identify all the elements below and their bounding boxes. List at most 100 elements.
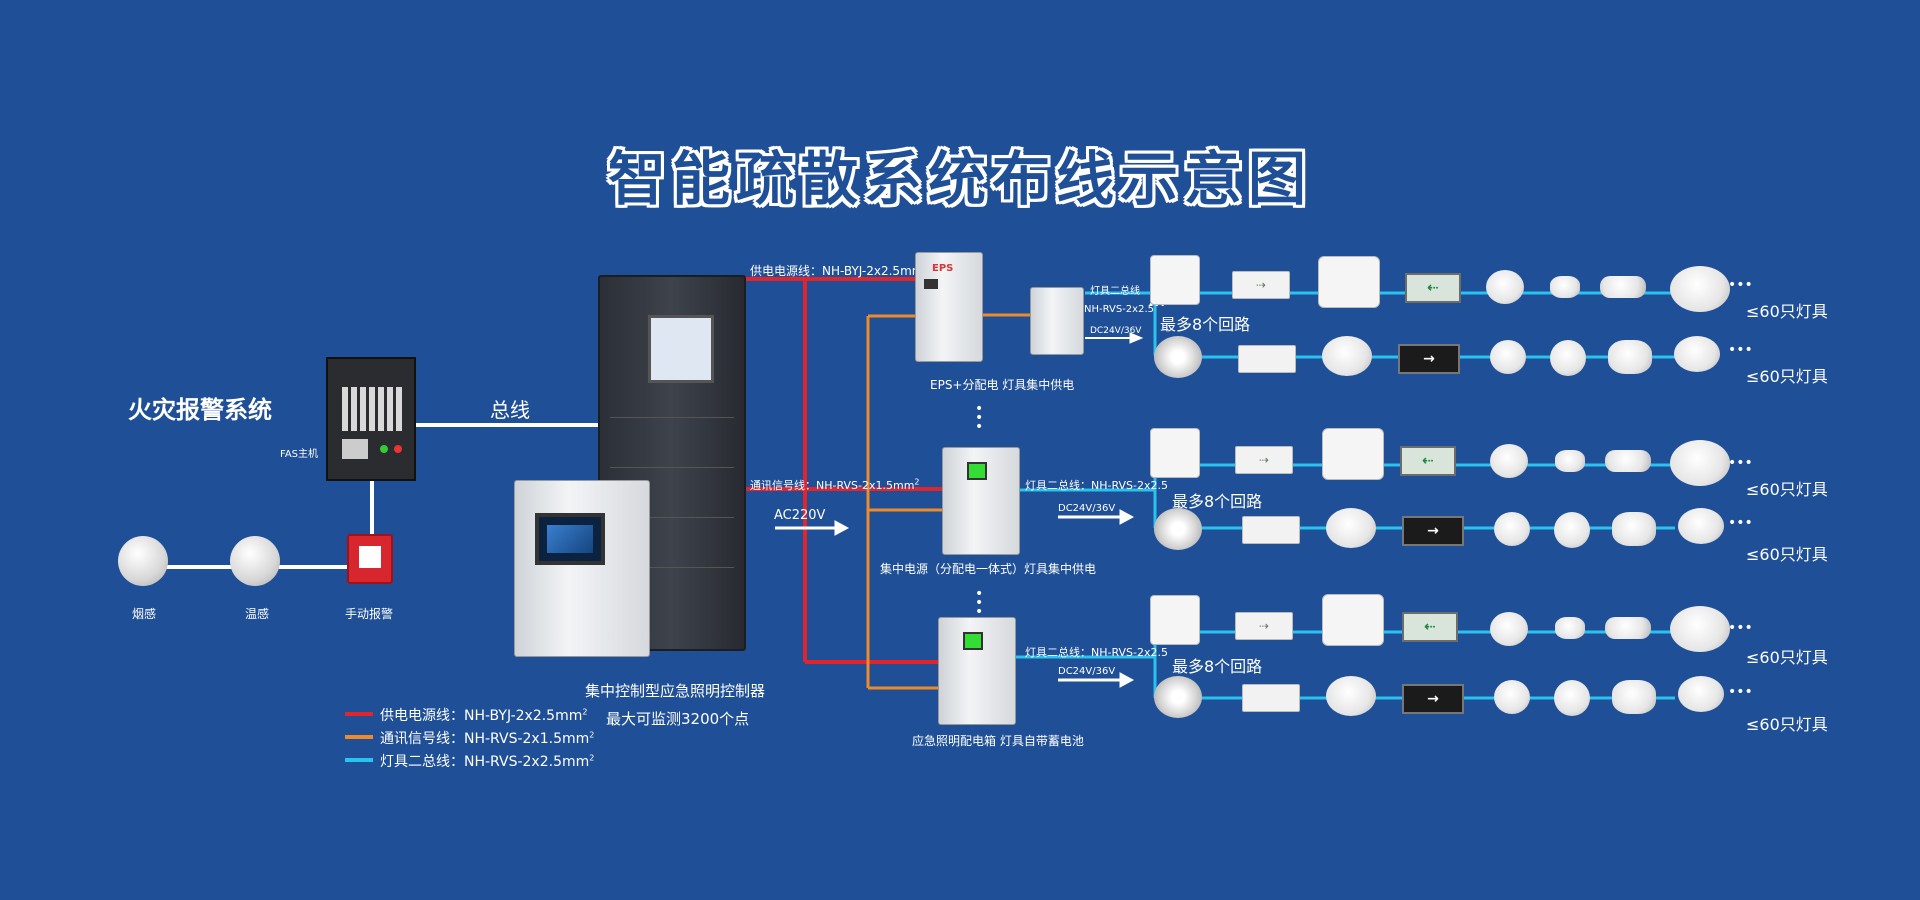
group2-dc: DC24V/36V: [1058, 503, 1116, 514]
eps-display: [924, 279, 938, 289]
fas-host[interactable]: [326, 357, 416, 481]
manual-call-point[interactable]: [347, 534, 393, 584]
group3-caption: 应急照明配电箱 灯具自带蓄电池: [912, 734, 1084, 748]
explosion-proof-emergency-light[interactable]: [1322, 594, 1384, 646]
bulkhead-light[interactable]: [1600, 276, 1646, 298]
bulkhead-light[interactable]: [1605, 450, 1651, 472]
exit-sign-dark[interactable]: →: [1402, 684, 1464, 714]
row-ellipsis: •••: [1728, 515, 1753, 531]
ring-light[interactable]: [1612, 512, 1656, 546]
ac-label: AC220V: [774, 508, 826, 523]
bus-label: 总线: [490, 398, 530, 422]
fas-keypad: [342, 387, 404, 431]
ceiling-light-1[interactable]: [1670, 606, 1730, 652]
triple-eye-light[interactable]: [1678, 508, 1724, 544]
floor-indicator-sign[interactable]: [1238, 345, 1296, 373]
exit-sign-dark[interactable]: →: [1402, 516, 1464, 546]
group1-loops: 最多8个回路: [1160, 315, 1251, 334]
row-ellipsis: •••: [1728, 342, 1753, 358]
floor-indicator-sign[interactable]: [1242, 516, 1300, 544]
downlight[interactable]: [1154, 676, 1202, 718]
exit-sign-green[interactable]: ⇠: [1400, 446, 1456, 476]
group1-caption: EPS+分配电 灯具集中供电: [930, 378, 1075, 392]
triple-eye-light[interactable]: [1674, 336, 1720, 372]
explosion-proof-emergency-light[interactable]: [1318, 256, 1380, 308]
edb-display: [963, 632, 983, 650]
emergency-lighting-controller[interactable]: [514, 480, 650, 657]
cylinder-light[interactable]: [1554, 512, 1590, 548]
indicator-sign-white[interactable]: ⇢: [1235, 612, 1293, 640]
bus-branch-3: [1015, 655, 1157, 698]
twin-spot-emergency-light[interactable]: [1150, 428, 1200, 478]
distribution-box-1[interactable]: [1030, 287, 1084, 355]
group1-count-top: ≤60只灯具: [1746, 302, 1828, 321]
dome-light-1[interactable]: [1490, 612, 1528, 646]
mini-dome-light[interactable]: [1550, 276, 1580, 298]
page-title: 智能疏散系统布线示意图: [607, 145, 1312, 213]
legend-power: 供电电源线：NH-BYJ-2x2.5mm2: [380, 707, 588, 724]
group-separator-1: •••: [975, 401, 984, 435]
ceiling-light-1[interactable]: [1670, 440, 1730, 486]
group3-dc: DC24V/36V: [1058, 666, 1116, 677]
cylinder-light[interactable]: [1550, 340, 1586, 376]
twin-spot-emergency-light[interactable]: [1150, 255, 1200, 305]
group3-count-bottom: ≤60只灯具: [1746, 715, 1828, 734]
group2-loops: 最多8个回路: [1172, 492, 1263, 511]
dome-light-1[interactable]: [1490, 444, 1528, 478]
ceiling-light-1[interactable]: [1670, 266, 1730, 312]
central-power-supply[interactable]: [942, 447, 1020, 555]
heat-detector[interactable]: [230, 536, 280, 586]
fas-led-red: [394, 445, 402, 453]
crystal-light[interactable]: [1494, 680, 1530, 714]
controller-touchscreen: [535, 513, 605, 565]
bulkhead-light[interactable]: [1605, 617, 1651, 639]
controller-capacity: 最大可监测3200个点: [606, 710, 750, 728]
downlight[interactable]: [1154, 336, 1202, 378]
legend-comm: 通讯信号线：NH-RVS-2x1.5mm2: [380, 730, 595, 747]
dome-light-1[interactable]: [1486, 270, 1524, 304]
indicator-sign-white[interactable]: ⇢: [1235, 446, 1293, 474]
mini-dome-light[interactable]: [1555, 450, 1585, 472]
legend-bus: 灯具二总线：NH-RVS-2x2.5mm2: [380, 753, 595, 770]
row-ellipsis: •••: [1728, 684, 1753, 700]
heat-label: 温感: [245, 607, 270, 621]
fas-led-green: [380, 445, 388, 453]
group1-count-bottom: ≤60只灯具: [1746, 367, 1828, 386]
power-wire-label: 供电电源线：NH-BYJ-2x2.5mm2: [750, 263, 929, 278]
twin-spot-emergency-light[interactable]: [1150, 595, 1200, 645]
group2-caption: 集中电源（分配电一体式）灯具集中供电: [880, 562, 1097, 576]
group-separator-2: •••: [975, 586, 984, 620]
fire-system-title: 火灾报警系统: [128, 396, 272, 424]
emergency-distribution-box[interactable]: [938, 617, 1016, 725]
cylinder-light[interactable]: [1554, 680, 1590, 716]
ceiling-light-2[interactable]: [1322, 336, 1372, 376]
exit-sign-green[interactable]: ⇠: [1402, 612, 1458, 642]
arrows: [775, 332, 1144, 688]
explosion-proof-emergency-light[interactable]: [1322, 428, 1384, 480]
ring-light[interactable]: [1608, 340, 1652, 374]
cps-display: [967, 462, 987, 480]
group3-loops: 最多8个回路: [1172, 657, 1263, 676]
crystal-light[interactable]: [1494, 512, 1530, 546]
floor-indicator-sign[interactable]: [1242, 684, 1300, 712]
ceiling-light-2[interactable]: [1326, 676, 1376, 716]
crystal-light[interactable]: [1490, 340, 1526, 374]
exit-sign-green[interactable]: ⇠: [1405, 273, 1461, 303]
exit-sign-dark[interactable]: →: [1398, 344, 1460, 374]
indicator-sign-white[interactable]: ⇢: [1232, 271, 1290, 299]
group2-bus-title: 灯具二总线：NH-RVS-2x2.5: [1025, 479, 1168, 492]
eps-cabinet[interactable]: EPS: [915, 252, 983, 362]
group2-count-top: ≤60只灯具: [1746, 480, 1828, 499]
group1-dc: DC24V/36V: [1090, 326, 1142, 336]
triple-eye-light[interactable]: [1678, 676, 1724, 712]
downlight[interactable]: [1154, 508, 1202, 550]
smoke-detector[interactable]: [118, 536, 168, 586]
comm-wire-label: 通讯信号线：NH-RVS-2x1.5mm2: [750, 477, 920, 492]
controller-name: 集中控制型应急照明控制器: [585, 682, 766, 700]
ceiling-light-2[interactable]: [1326, 508, 1376, 548]
fas-printer: [342, 439, 368, 459]
row-ellipsis: •••: [1728, 277, 1753, 293]
mini-dome-light[interactable]: [1555, 617, 1585, 639]
ring-light[interactable]: [1612, 680, 1656, 714]
rack-screen: [648, 315, 714, 383]
